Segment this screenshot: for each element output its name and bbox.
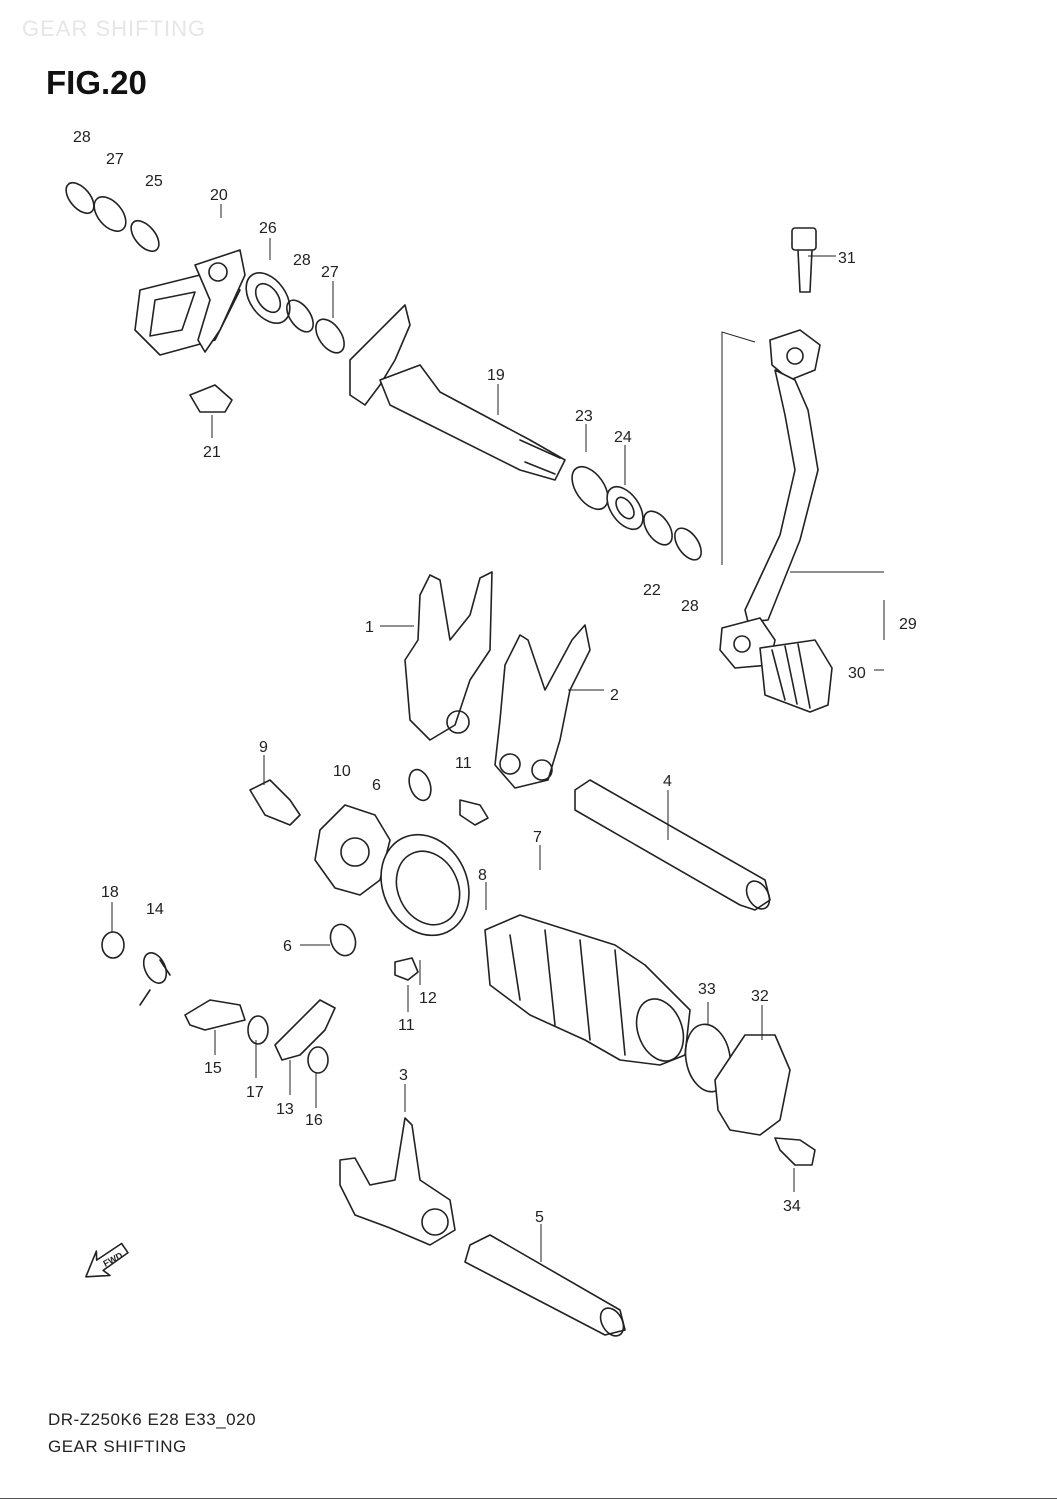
callout-label: 13 xyxy=(276,1101,294,1118)
callout-label: 27 xyxy=(106,151,124,168)
callout-label: 4 xyxy=(663,773,672,790)
callout-label: 26 xyxy=(259,220,277,237)
callout-label: 12 xyxy=(419,990,437,1007)
callout-label: 28 xyxy=(293,252,311,269)
callout-label: 6 xyxy=(372,777,381,794)
callout-label: 34 xyxy=(783,1198,801,1215)
callout-label: 30 xyxy=(848,665,866,682)
callout-label: 29 xyxy=(899,616,917,633)
callout-label: 24 xyxy=(614,429,632,446)
callout-label: 23 xyxy=(575,408,593,425)
callout-label: 6 xyxy=(283,938,292,955)
callout-label: 10 xyxy=(333,763,351,780)
callout-label: 33 xyxy=(698,981,716,998)
callout-label: 7 xyxy=(533,829,542,846)
callout-label: 14 xyxy=(146,901,164,918)
footer-model-code: DR-Z250K6 E28 E33_020 xyxy=(48,1410,257,1429)
callout-label: 11 xyxy=(455,755,472,772)
callout-label: 28 xyxy=(73,129,91,146)
figure-title: FIG.20 xyxy=(46,64,147,101)
gearshift-cam-drum xyxy=(249,768,816,1166)
callout-label: 2 xyxy=(610,687,619,704)
callout-label: 3 xyxy=(399,1067,408,1084)
gearshift-lever xyxy=(719,227,833,713)
footer-section-name: GEAR SHIFTING xyxy=(48,1437,187,1456)
callout-label: 21 xyxy=(203,444,221,461)
callout-label: 25 xyxy=(145,173,163,190)
callout-labels: 1 2 3 4 5 6 6 7 8 9 10 11 11 12 13 14 15… xyxy=(73,129,917,1226)
callout-label: 17 xyxy=(246,1084,264,1101)
page-watermark: GEAR SHIFTING xyxy=(22,16,207,41)
fork-shafts xyxy=(464,779,771,1337)
callout-label: 28 xyxy=(681,598,699,615)
callout-label: 27 xyxy=(321,264,339,281)
shift-forks xyxy=(339,571,591,1246)
callout-label: 9 xyxy=(259,739,268,756)
callout-label: 1 xyxy=(365,619,374,636)
callout-label: 32 xyxy=(751,988,769,1005)
callout-label: 31 xyxy=(838,250,856,267)
gearshift-stopper-assembly xyxy=(101,931,336,1074)
callout-label: 19 xyxy=(487,367,505,384)
callout-label: 11 xyxy=(398,1017,415,1034)
callout-label: 16 xyxy=(305,1112,323,1129)
shift-shaft-assembly xyxy=(65,181,702,561)
bottom-border xyxy=(0,1498,1057,1499)
callout-label: 18 xyxy=(101,884,119,901)
callout-label: 5 xyxy=(535,1209,544,1226)
callout-label: 15 xyxy=(204,1060,222,1077)
leader-lines xyxy=(111,204,885,1262)
callout-label: 8 xyxy=(478,867,487,884)
callout-label: 20 xyxy=(210,187,228,204)
callout-label: 22 xyxy=(643,582,661,599)
forward-direction-arrow-icon: FWD xyxy=(85,1242,129,1278)
